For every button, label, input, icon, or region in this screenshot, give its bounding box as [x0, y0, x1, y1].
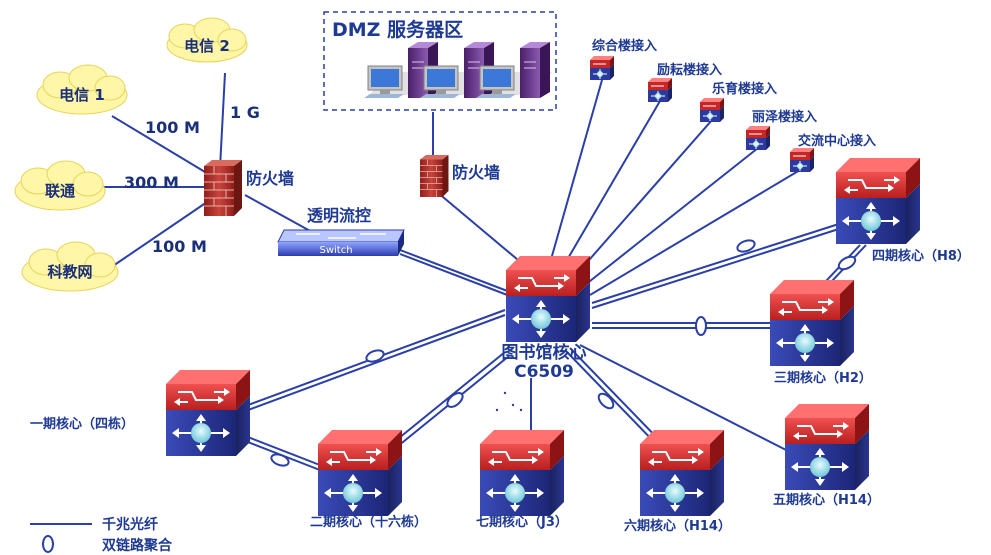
link-access-5: [589, 169, 801, 296]
core-switch-h14-six-icon: [639, 429, 725, 517]
core-main-label-line1: 图书馆核心: [502, 342, 587, 363]
main-firewall-label: 防火墙: [246, 169, 294, 188]
switch-text: Switch: [319, 245, 352, 256]
link-core-h14-5: [579, 344, 791, 453]
link-core-h14-6: [564, 349, 661, 449]
core-j3-label: 七期核心（J3）: [476, 514, 568, 530]
core-main-label-line2: C6509: [514, 362, 574, 382]
legend-dual-label: 双链路聚合: [102, 537, 173, 554]
switch-icon: Switch: [277, 229, 405, 256]
core-sixteen-label: 二期核心（十六栋）: [310, 514, 427, 530]
dotted-marks: [495, 391, 523, 412]
core-switch-sixteen-icon: [317, 429, 403, 517]
access-label-5: 交流中心接入: [798, 133, 876, 149]
link-switch-core: [399, 249, 511, 293]
link-access-1: [547, 79, 603, 271]
link-core-h8: [591, 221, 846, 304]
core-switch-h2-icon: [769, 279, 855, 367]
access-label-2: 励耘楼接入: [657, 62, 722, 78]
dmz-firewall-icon: [419, 154, 449, 198]
access-label-4: 丽泽楼接入: [752, 109, 817, 125]
access-label-3: 乐育楼接入: [712, 81, 777, 97]
access-label-1: 综合楼接入: [592, 38, 657, 54]
core-switch-h14-five-icon: [784, 403, 870, 491]
link-access-2: [559, 100, 661, 273]
link-firewall-switch: [244, 194, 313, 233]
core-four-label: 一期核心（四栋）: [30, 416, 134, 432]
main-firewall-icon: [203, 159, 243, 217]
cloud-unicom: 联通: [14, 160, 106, 211]
access-switch-icon: [647, 77, 673, 103]
cloud-telecom1-label: 电信 1: [59, 86, 105, 104]
telecom2-bandwidth: 1 G: [230, 103, 260, 122]
cloud-cernet-label: 科教网: [47, 263, 92, 281]
core-switch-j3-icon: [479, 429, 565, 517]
cernet-bandwidth: 100 M: [152, 237, 207, 256]
access-switch-icon: [789, 147, 815, 173]
cloud-telecom1: 电信 1: [36, 64, 128, 115]
access-switch-icon: [699, 97, 725, 123]
core-switch-library-icon: [505, 255, 591, 343]
core-h2-label: 三期核心（H2）: [774, 370, 872, 386]
link-cernet-firewall: [109, 199, 211, 269]
dual-link-markers: [270, 239, 857, 467]
link-core-sixteen: [382, 351, 506, 452]
core-h8-label: 四期核心（H8）: [872, 248, 970, 264]
core-switch-four-icon: [165, 369, 251, 457]
legend-fiber-label: 千兆光纤: [102, 516, 158, 533]
connection-lines: [102, 72, 867, 473]
link-dmzfw-core: [436, 191, 531, 271]
cloud-cernet: 科教网: [21, 241, 119, 292]
cloud-telecom2-label: 电信 2: [184, 37, 230, 55]
access-switch-icon: [745, 125, 771, 151]
unicom-bandwidth: 300 M: [124, 173, 179, 192]
link-access-3: [574, 119, 713, 277]
link-telecom1-firewall: [111, 115, 211, 176]
legend-dual-marker: [42, 535, 54, 553]
access-switch-icon: [589, 55, 615, 81]
cloud-telecom2: 电信 2: [166, 17, 248, 63]
telecom1-bandwidth: 100 M: [145, 118, 200, 137]
dmz-title: DMZ 服务器区: [332, 18, 463, 41]
traffic-control-label: 透明流控: [307, 206, 371, 225]
core-h14-six-label: 六期核心（H14）: [624, 518, 731, 534]
dmz-zone: DMZ 服务器区: [323, 11, 557, 111]
dmz-firewall-label: 防火墙: [452, 163, 500, 182]
cloud-unicom-label: 联通: [45, 182, 75, 200]
link-telecom2-firewall: [219, 72, 226, 169]
legend: 千兆光纤 双链路聚合: [30, 516, 173, 554]
core-switch-h8-icon: [835, 157, 921, 245]
link-access-4: [584, 147, 759, 286]
core-h14-five-label: 五期核心（H14）: [773, 492, 880, 508]
